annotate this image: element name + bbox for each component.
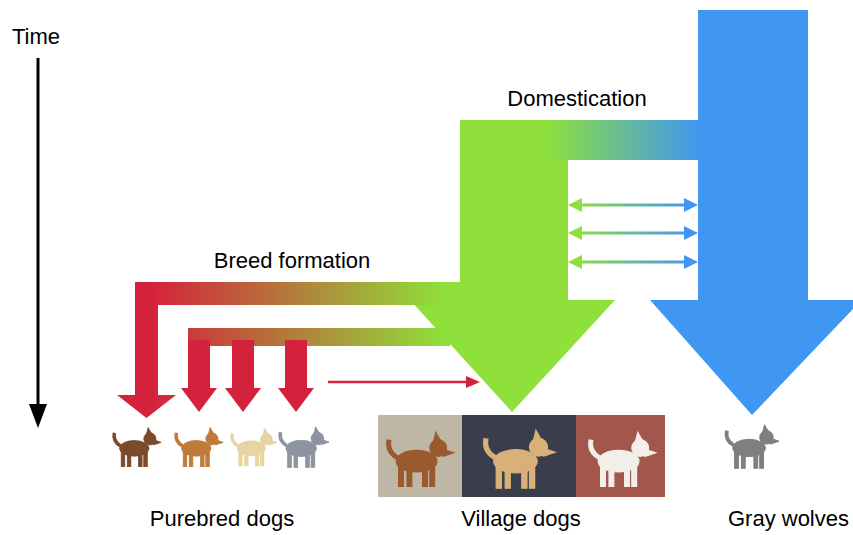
gene-flow-arrows xyxy=(568,198,698,269)
time-label: Time xyxy=(12,24,60,49)
breed-arrow-shaft xyxy=(285,340,307,388)
photo-background xyxy=(378,415,462,497)
breed-formation-band xyxy=(188,328,450,346)
gene-flow-head xyxy=(568,198,582,212)
time-axis xyxy=(37,58,40,408)
stage-label: Breed formation xyxy=(214,248,371,273)
poodle-picture xyxy=(232,428,277,466)
village-dog-picture xyxy=(486,431,556,489)
wolf-lineage-band xyxy=(650,10,853,415)
admixture-arrow xyxy=(328,381,468,384)
stage-label: Domestication xyxy=(507,86,646,111)
boxer-picture xyxy=(176,428,223,467)
photo-background xyxy=(576,415,665,497)
breed-arrowhead xyxy=(278,388,314,412)
breed-arrows xyxy=(181,340,314,412)
breed-formation-band xyxy=(117,282,468,418)
gene-flow-head xyxy=(568,255,582,269)
breed-arrowhead xyxy=(181,388,217,412)
time-arrowhead xyxy=(29,404,47,428)
akita-picture xyxy=(114,428,161,467)
village-dog-photos xyxy=(378,415,665,497)
gene-flow-line xyxy=(580,204,686,207)
gene-flow-line xyxy=(580,232,686,235)
village-dog-picture xyxy=(591,432,656,486)
group-label: Gray wolves xyxy=(728,506,849,531)
gene-flow-head xyxy=(684,226,698,240)
breed-arrow-shaft xyxy=(232,340,254,388)
village-dog-picture xyxy=(389,432,454,486)
group-label: Village dogs xyxy=(461,506,580,531)
purebred-dog-pictures xyxy=(114,427,329,468)
gene-flow-head xyxy=(568,226,582,240)
gene-flow-line xyxy=(580,261,686,264)
photo-background xyxy=(462,415,576,497)
gene-flow-head xyxy=(684,255,698,269)
gray-wolf-picture xyxy=(726,425,779,469)
admixture-arrowhead xyxy=(466,376,480,388)
group-label: Purebred dogs xyxy=(150,506,294,531)
breed-arrowhead xyxy=(225,388,261,412)
breed-arrow-shaft xyxy=(188,340,210,388)
village-dog-lineage-band xyxy=(410,120,615,412)
gene-flow-head xyxy=(684,198,698,212)
domestication-band xyxy=(545,120,700,160)
time-arrow xyxy=(29,58,47,428)
collie-picture xyxy=(280,427,329,468)
